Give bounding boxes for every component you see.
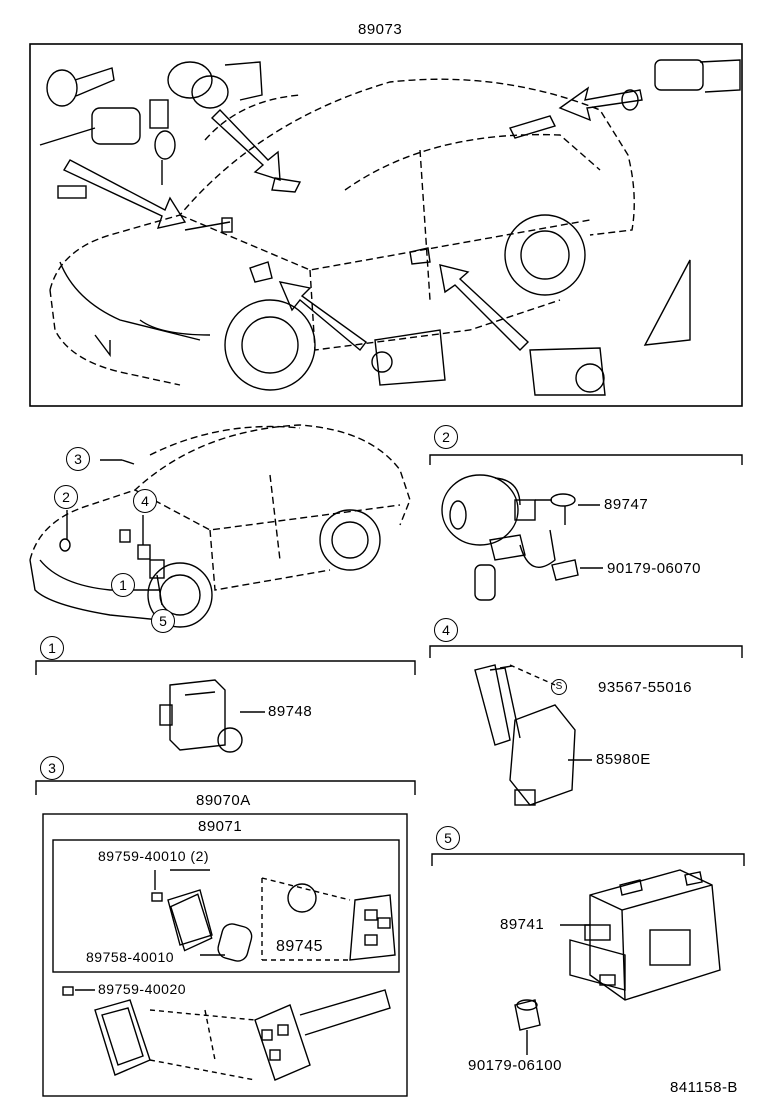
- callout-2: 2: [54, 485, 78, 509]
- section5-parts: [514, 869, 721, 1055]
- callout-1: 1: [111, 573, 135, 597]
- callout-3: 3: [66, 447, 90, 471]
- section1-rule: [35, 660, 416, 675]
- callout-4: 4: [133, 489, 157, 513]
- mid-car-solid: [29, 459, 381, 628]
- top-part-number: 89073: [358, 21, 403, 38]
- section2-number: 2: [434, 425, 458, 449]
- section1-part: [159, 679, 265, 753]
- section3-rule: [35, 780, 416, 795]
- section5-rule: [431, 853, 745, 866]
- mid-car-outline: [29, 424, 411, 591]
- section4-part-b: 85980E: [596, 751, 651, 768]
- section3-assembly: 89070A: [196, 792, 251, 809]
- section2-rule: [429, 454, 743, 465]
- callout-5: 5: [151, 609, 175, 633]
- section5-part-b: 90179-06100: [468, 1057, 562, 1074]
- section3-parts: [62, 869, 396, 1081]
- top-parts: [39, 59, 741, 396]
- section1-part-a: 89748: [268, 703, 313, 720]
- section1-number: 1: [40, 636, 64, 660]
- section5-number: 5: [436, 826, 460, 850]
- top-car-solid: [59, 214, 691, 391]
- top-arrows: [63, 86, 643, 352]
- top-car-outline: [49, 78, 635, 386]
- section3-subassembly: 89071: [198, 818, 243, 835]
- s-mark: S: [551, 679, 567, 695]
- section3-outer-box: [42, 813, 408, 1097]
- drawing-number: 841158-B: [670, 1079, 738, 1096]
- section2-parts: [441, 474, 603, 601]
- section3-part-d: 89759-40020: [98, 981, 187, 997]
- section3-number: 3: [40, 756, 64, 780]
- section3-part-a: 89759-40010 (2): [98, 848, 210, 864]
- section2-part-b: 90179-06070: [607, 560, 701, 577]
- section4-part-a: 93567-55016: [598, 679, 692, 696]
- section3-inner-box: [52, 839, 400, 973]
- section3-part-c: 89745: [276, 938, 323, 955]
- top-frame: [29, 43, 743, 407]
- section4-parts: [474, 664, 592, 806]
- section3-part-b: 89758-40010: [86, 949, 175, 965]
- section5-part-a: 89741: [500, 916, 545, 933]
- section4-number: 4: [434, 618, 458, 642]
- section2-part-a: 89747: [604, 496, 649, 513]
- section4-rule: [429, 645, 743, 658]
